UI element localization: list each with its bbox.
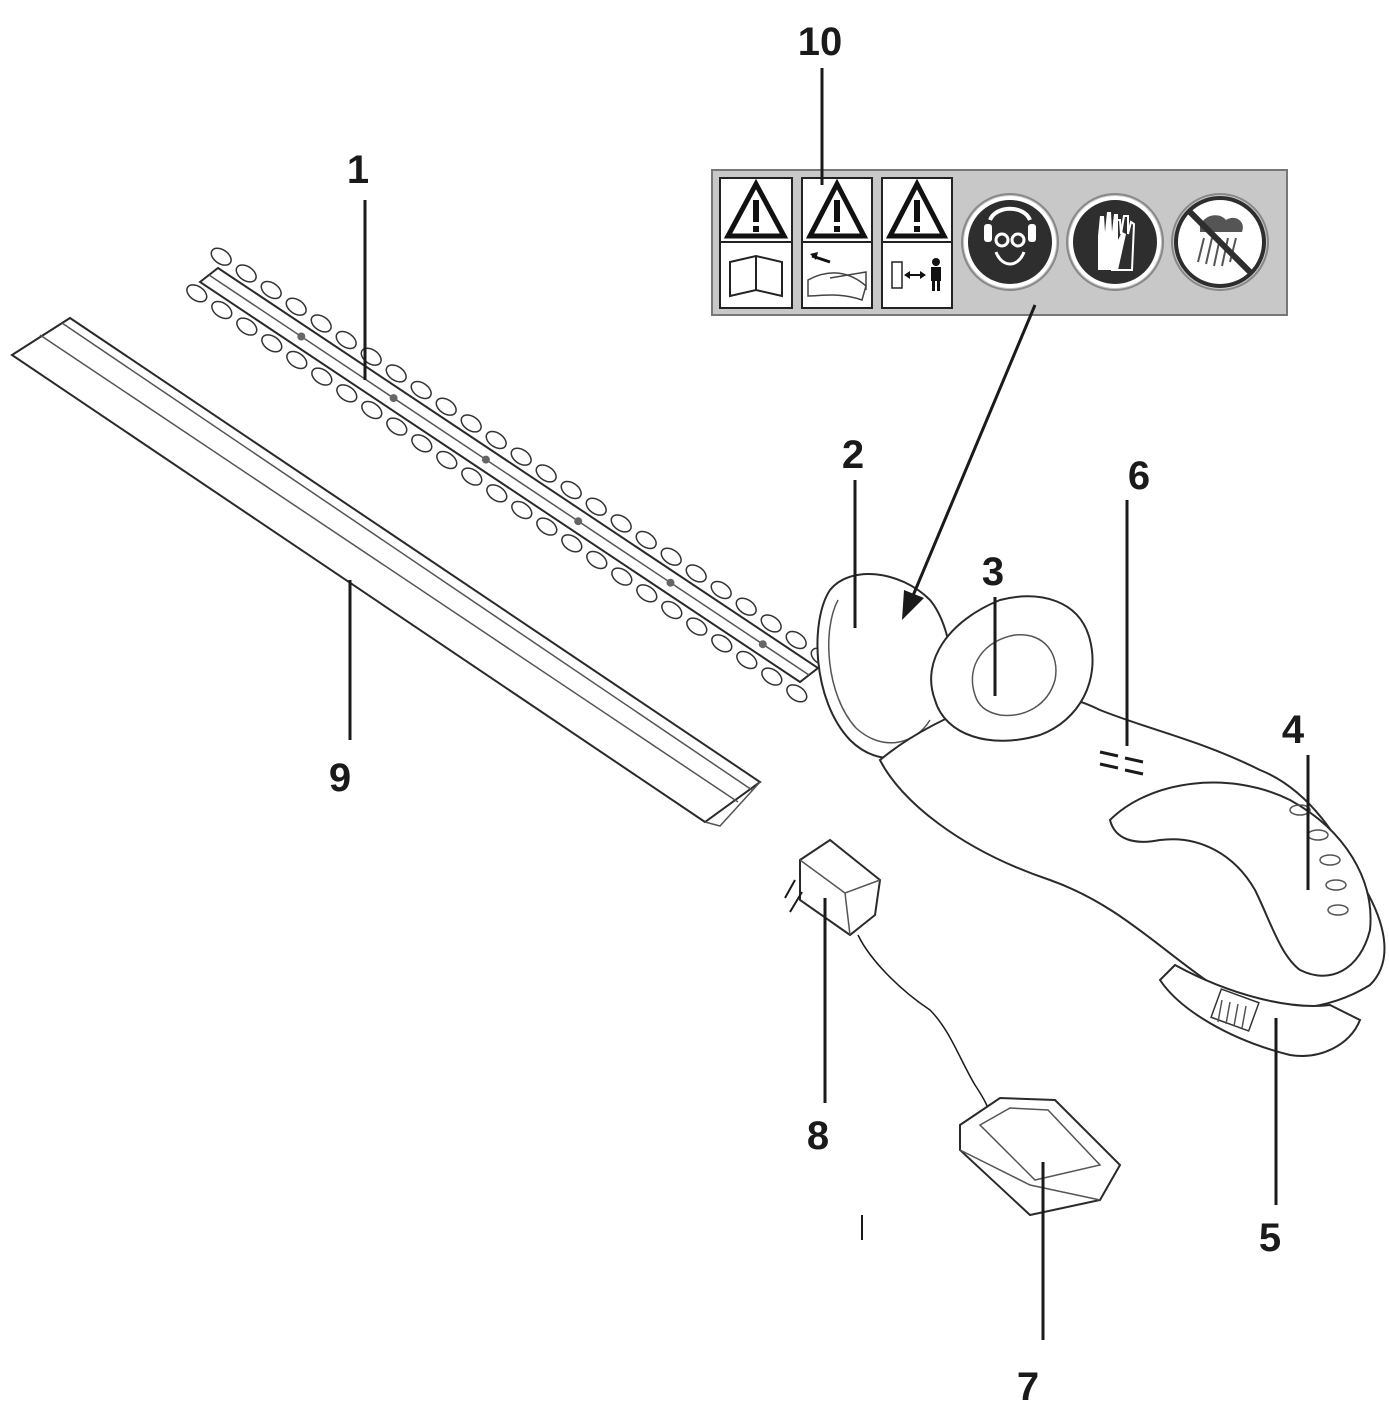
warning-blade-hand-icon — [801, 177, 873, 309]
blade-rivet — [297, 332, 306, 341]
blade-rivets — [297, 332, 767, 649]
battery-grille — [1210, 988, 1260, 1032]
blade-tooth — [561, 534, 583, 553]
blade-rivet — [666, 578, 675, 587]
blade-tooth — [261, 334, 283, 353]
blade-tooth — [711, 634, 733, 653]
blade-tooth — [761, 667, 783, 686]
blade-tooth — [610, 514, 632, 533]
trimmer-body — [816, 573, 1386, 1057]
cutting-blade — [186, 247, 832, 703]
blade-tooth — [736, 650, 758, 670]
blade-tooth — [710, 580, 732, 600]
blade-tooth — [210, 247, 232, 266]
blade-tooth — [286, 350, 308, 370]
blade-tooth — [236, 317, 258, 336]
leader-lines — [348, 68, 1310, 1340]
blade-tooth — [760, 614, 782, 633]
blade-tooth — [535, 464, 557, 483]
blade-tooth — [235, 264, 257, 283]
blade-tooth — [686, 617, 708, 636]
blade-tooth — [211, 300, 233, 320]
blade-tooth — [336, 384, 358, 403]
charger-adapter — [784, 838, 991, 1119]
blade-tooth — [436, 450, 458, 470]
blade-tooth — [260, 280, 282, 300]
callout-6: 6 — [1127, 454, 1151, 498]
blade-tooth — [586, 550, 608, 570]
blade-tooth — [585, 497, 607, 516]
blade-tooth — [385, 364, 407, 383]
front-handle — [930, 595, 1094, 742]
blade-rivet — [481, 455, 490, 464]
warning-keep-distance-icon — [881, 177, 953, 309]
ventilation-slots — [1099, 750, 1144, 776]
blade-guard — [10, 316, 762, 827]
blade-tooth — [386, 417, 408, 436]
blade-tooth — [611, 567, 633, 586]
callout-10: 10 — [797, 20, 843, 64]
blade-tooth — [510, 447, 532, 466]
callout-3: 3 — [981, 550, 1005, 594]
blade-tooth — [310, 314, 332, 333]
callout-8: 8 — [806, 1114, 830, 1158]
callout-1: 1 — [346, 148, 370, 192]
blade-tooth — [635, 530, 657, 550]
blade-teeth — [186, 247, 832, 703]
eye-ear-protection-icon — [961, 193, 1059, 291]
blade-tooth — [660, 547, 682, 566]
blade-tooth — [186, 284, 208, 303]
blade-rivet — [389, 394, 398, 403]
blade-tooth — [361, 400, 383, 420]
blade-tooth — [560, 480, 582, 500]
blade-tooth — [685, 564, 707, 583]
warning-read-manual-icon — [719, 177, 793, 309]
blade-tooth — [461, 467, 483, 486]
battery-pack — [1158, 963, 1362, 1057]
safety-label — [711, 169, 1288, 316]
callout-9: 9 — [328, 756, 352, 800]
blade-tooth — [486, 484, 508, 503]
callout-5: 5 — [1258, 1216, 1282, 1260]
rear-handle — [1108, 781, 1372, 977]
charging-cradle — [959, 1096, 1122, 1217]
blade-tooth — [411, 434, 433, 453]
callout-2: 2 — [841, 433, 865, 477]
label-arrow-head — [902, 590, 924, 620]
label-arrow-shaft — [910, 304, 1037, 599]
blade-tooth — [410, 380, 432, 400]
blade-tooth — [785, 630, 807, 650]
callout-4: 4 — [1281, 708, 1305, 752]
blade-tooth — [285, 297, 307, 316]
blade-tooth — [460, 414, 482, 433]
blade-tooth — [335, 330, 357, 350]
no-rain-icon — [1171, 193, 1269, 291]
blade-tooth — [511, 500, 533, 520]
callout-7: 7 — [1016, 1365, 1040, 1409]
blade-tooth — [735, 597, 757, 616]
blade-tooth — [536, 517, 558, 536]
blade-tooth — [435, 397, 457, 416]
blade-tooth — [485, 430, 507, 450]
gloves-icon — [1066, 193, 1164, 291]
blade-rivet — [574, 517, 583, 526]
blade-tooth — [661, 600, 683, 620]
blade-tooth — [786, 684, 808, 703]
blade-rivet — [758, 640, 767, 649]
blade-tooth — [636, 584, 658, 603]
blade-tooth — [311, 367, 333, 386]
